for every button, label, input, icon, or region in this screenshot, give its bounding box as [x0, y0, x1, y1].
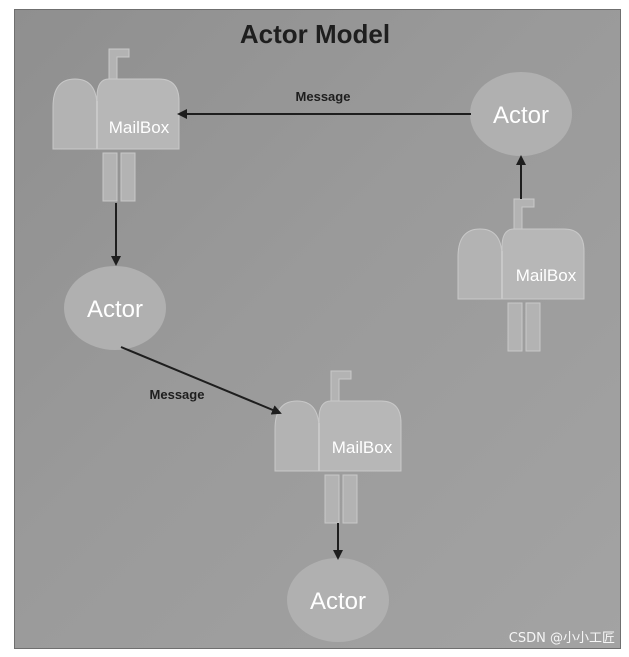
message-label: Message [296, 89, 351, 104]
mailbox-bottom: MailBox [274, 370, 402, 524]
watermark-text: CSDN @小小工匠 [508, 631, 615, 646]
actor-top-right: Actor [470, 72, 572, 156]
actor-label: Actor [493, 102, 549, 129]
mailbox-top-left: MailBox [52, 48, 180, 202]
mailbox-right: MailBox [457, 198, 585, 352]
actor-label: Actor [87, 296, 143, 323]
actor-bottom: Actor [287, 558, 389, 642]
mailbox-label: MailBox [109, 118, 170, 137]
diagram-canvas: Actor Model MailBox MailBox [14, 9, 621, 649]
actor-label: Actor [310, 588, 366, 615]
mailbox-label: MailBox [516, 266, 577, 285]
arrow-actor-to-mailbox-bottom [120, 346, 282, 415]
diagram-title: Actor Model [240, 19, 390, 49]
actor-left: Actor [64, 266, 166, 350]
message-label: Message [150, 387, 205, 402]
mailbox-label: MailBox [332, 438, 393, 457]
